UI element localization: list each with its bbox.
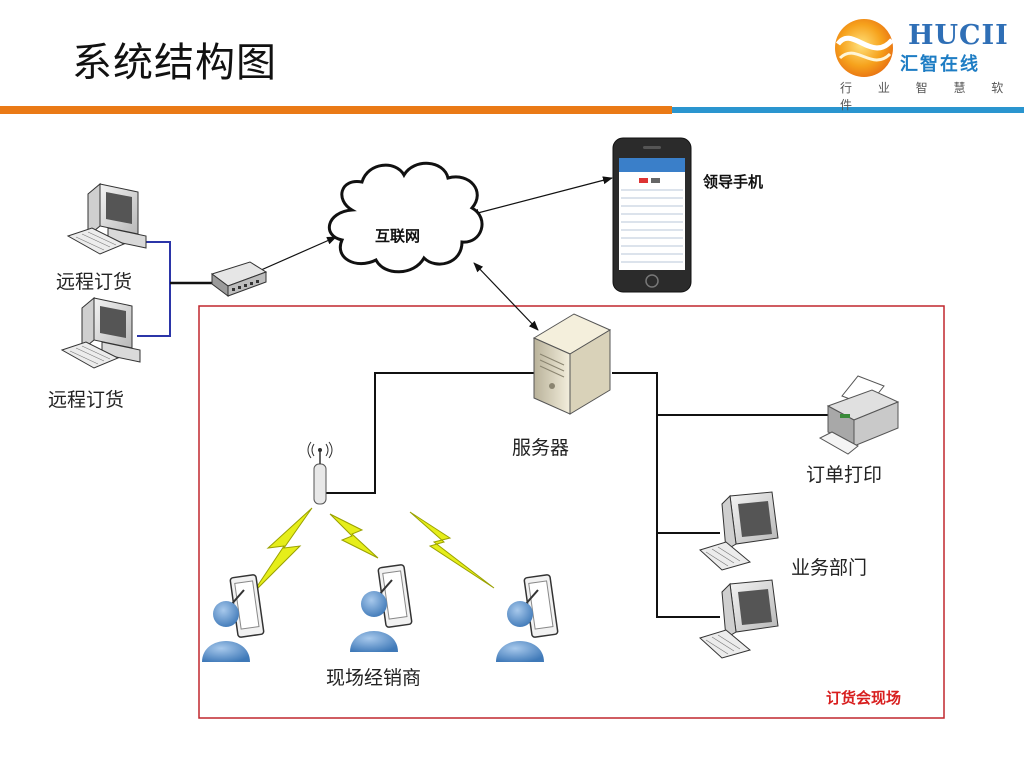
lan-wires bbox=[137, 241, 212, 337]
label-business-dept: 业务部门 bbox=[791, 557, 868, 579]
dept-pc-icon-2 bbox=[699, 579, 779, 659]
dealer-icon-3 bbox=[496, 574, 559, 662]
remote-pc-icon-1 bbox=[66, 182, 147, 255]
label-leader-phone: 领导手机 bbox=[703, 173, 764, 191]
wireless-signal-icons bbox=[251, 507, 495, 595]
label-venue: 订货会现场 bbox=[826, 689, 902, 707]
label-order-print: 订单打印 bbox=[806, 464, 883, 486]
dept-pc-icon-1 bbox=[699, 491, 779, 571]
lightning-icon-2 bbox=[329, 513, 379, 559]
label-remote-order-2: 远程订货 bbox=[48, 389, 125, 411]
server-icon bbox=[532, 313, 612, 415]
venue-frame bbox=[198, 305, 945, 719]
logo-brand: HUCII bbox=[908, 20, 1009, 51]
leader-phone-icon bbox=[612, 137, 692, 293]
internet-cloud-icon bbox=[327, 161, 484, 274]
label-remote-order-1: 远程订货 bbox=[56, 271, 133, 293]
wireless-ap-icon bbox=[307, 441, 333, 505]
logo-name-cn: 汇智在线 bbox=[900, 54, 980, 75]
lightning-icon-3 bbox=[409, 511, 495, 589]
network-switch-icon bbox=[210, 261, 268, 297]
label-field-dealers: 现场经销商 bbox=[326, 667, 422, 689]
remote-pc-icon-2 bbox=[60, 296, 141, 369]
header-bar-orange bbox=[0, 106, 672, 114]
logo-tagline: 行 业 智 慧 软 件 bbox=[840, 81, 1015, 112]
label-server: 服务器 bbox=[512, 437, 570, 459]
dealer-icon-2 bbox=[350, 564, 413, 652]
header-bar-blue bbox=[672, 107, 1024, 113]
server-wires bbox=[325, 372, 832, 618]
label-internet: 互联网 bbox=[375, 227, 421, 245]
logo-swirl-icon bbox=[835, 19, 894, 77]
page-title: 系统结构图 bbox=[72, 40, 277, 86]
dealer-icon-1 bbox=[202, 574, 265, 662]
lightning-icon-1 bbox=[251, 507, 313, 595]
printer-icon bbox=[818, 375, 900, 455]
